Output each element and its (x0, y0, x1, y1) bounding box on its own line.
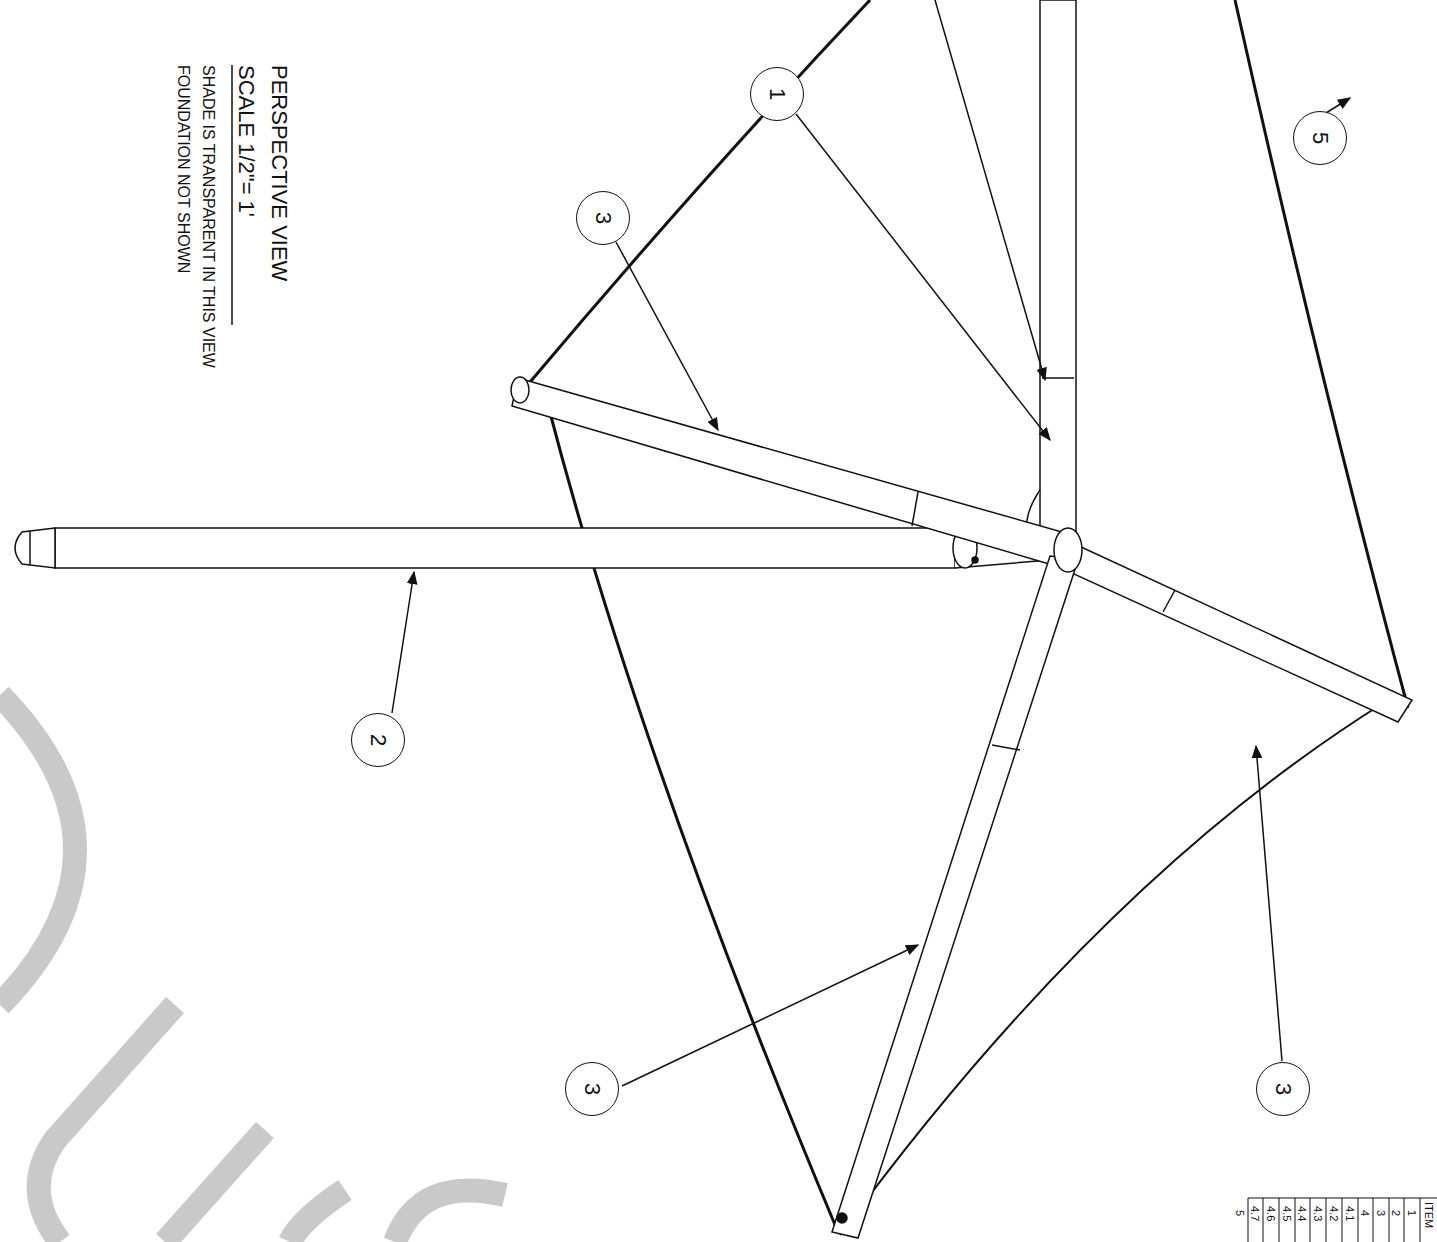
callout-number: 2 (367, 734, 389, 746)
callout-number: 1 (766, 88, 788, 100)
table-cell: 4.3 (1312, 1206, 1324, 1221)
table-header: ITEM (1423, 1202, 1435, 1228)
callout-circle: 5 (1293, 111, 1347, 165)
table-cell: 1 (1406, 1210, 1418, 1216)
callout-circle: 3 (1256, 1062, 1310, 1116)
table-cell: 4.5 (1281, 1206, 1293, 1221)
table-cell: 4 (1359, 1210, 1371, 1216)
callout-number: 3 (1272, 1083, 1294, 1095)
table-cell: 4.4 (1296, 1206, 1308, 1221)
table-cell: 4.6 (1265, 1206, 1277, 1221)
note-text: SHADE IS TRANSPARENT IN THIS VIEW (199, 65, 217, 368)
view-title: PERSPECTIVE VIEW (267, 65, 291, 281)
callout-circle: 3 (576, 191, 630, 245)
table-cell: 4.1 (1344, 1206, 1356, 1221)
callout-circle: 2 (351, 713, 405, 767)
callout-number: 3 (581, 1083, 603, 1095)
table-cell: 3 (1375, 1210, 1387, 1216)
scale-note: SCALE 1/2"= 1' (234, 65, 258, 217)
table-cell: 5 (1234, 1210, 1246, 1216)
callout-number: 5 (1309, 132, 1331, 144)
callout-number: 3 (592, 212, 614, 224)
callout-circle: 1 (750, 67, 804, 121)
table-cell: 4.2 (1328, 1206, 1340, 1221)
table-cell: 2 (1390, 1210, 1402, 1216)
note-text: FOUNDATION NOT SHOWN (174, 65, 192, 273)
table-cell: 4.7 (1249, 1206, 1261, 1221)
callout-circle: 3 (565, 1062, 619, 1116)
